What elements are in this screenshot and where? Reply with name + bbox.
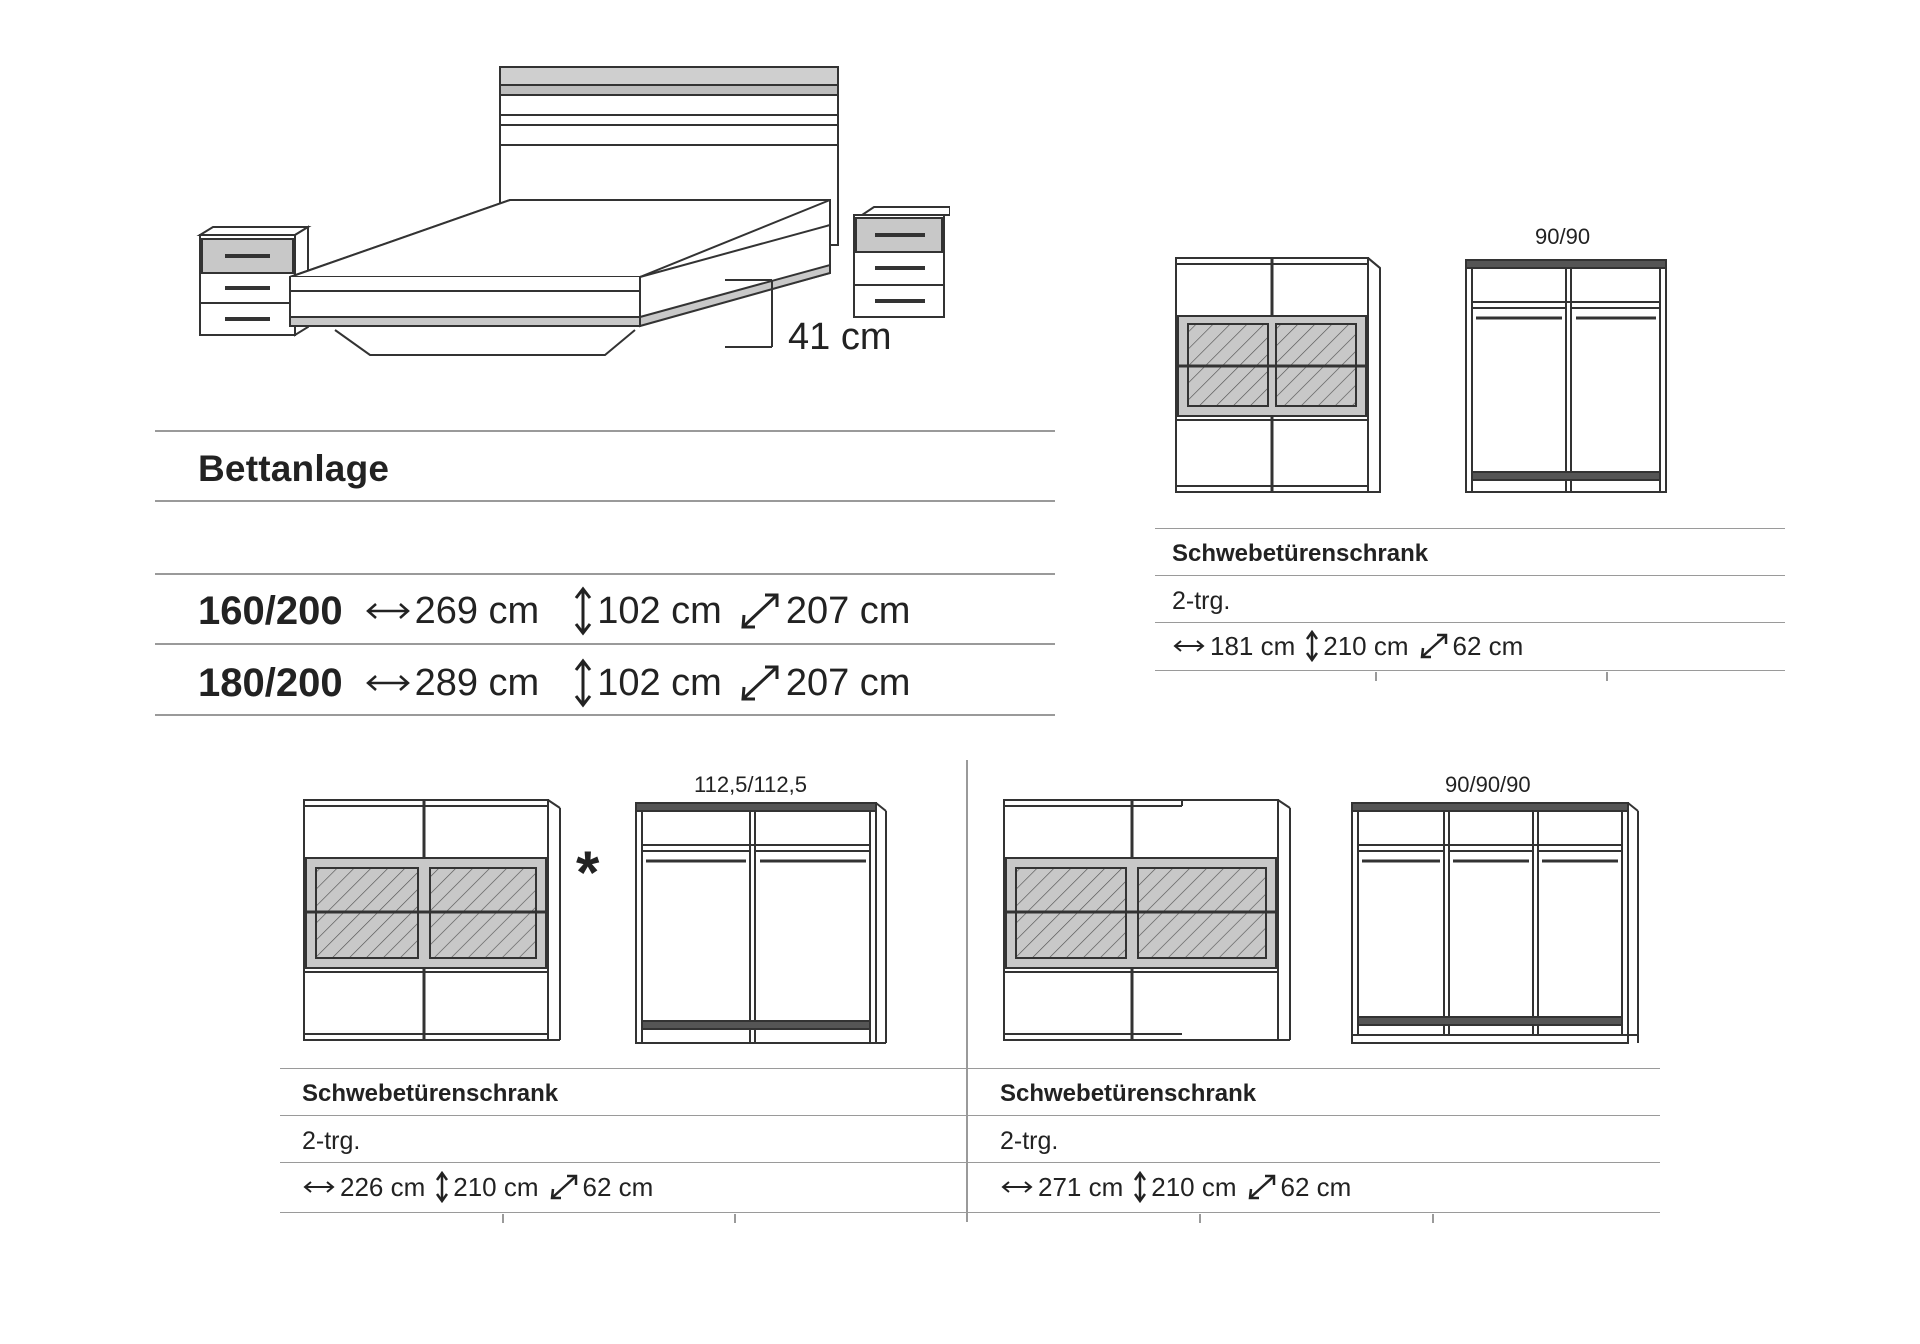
divider: [1155, 575, 1785, 576]
tick: [1606, 672, 1608, 681]
height-arrow-icon: [436, 1171, 449, 1203]
height-arrow-icon: [1306, 630, 1319, 662]
wardrobe-interior-drawing: [1346, 795, 1646, 1050]
height-arrow-icon: [575, 658, 592, 708]
divider: [155, 714, 1055, 716]
wardrobe-doors: 2-trg.: [1172, 587, 1231, 615]
wardrobe-depth: 62 cm: [1280, 1171, 1352, 1202]
depth-arrow-icon: [1420, 633, 1447, 659]
bed-frame: [289, 199, 831, 356]
wardrobe-front-drawing: [1168, 250, 1388, 500]
tick: [502, 1214, 504, 1223]
bed-height: 102 cm: [597, 661, 722, 704]
wardrobe-interior-drawing: [630, 795, 890, 1050]
wardrobe-front-drawing: [296, 790, 566, 1050]
wardrobe-title: Schwebetürenschrank: [302, 1080, 559, 1107]
divider: [280, 1068, 1660, 1069]
divider: [1155, 528, 1785, 529]
wardrobe-doors: 2-trg.: [1000, 1127, 1059, 1155]
depth-arrow-icon: [1248, 1174, 1275, 1200]
wardrobe-doors: 2-trg.: [302, 1127, 361, 1155]
height-arrow-icon: [575, 586, 592, 636]
wardrobe-title: Schwebetürenschrank: [1000, 1080, 1257, 1107]
divider: [155, 430, 1055, 432]
wardrobe-depth: 62 cm: [1452, 630, 1524, 661]
asterisk-marker: *: [576, 839, 600, 906]
width-arrow-icon: [303, 1181, 335, 1193]
tick: [734, 1214, 736, 1223]
tick: [1375, 672, 1377, 681]
nightstand-left: [196, 225, 312, 337]
wardrobe-dimensions: 226 cm 210 cm 62 cm: [302, 1171, 663, 1203]
bed-size: 180/200: [198, 660, 343, 705]
bed-depth: 207 cm: [785, 589, 911, 632]
wardrobe-front-drawing: [996, 790, 1296, 1050]
wardrobe-dimensions: 181 cm 210 cm 62 cm: [1172, 630, 1533, 662]
bed-variant-row: 180/200 289 cm 102 cm 207 cm: [198, 658, 920, 708]
bed-depth: 207 cm: [785, 661, 911, 704]
wardrobe-height: 210 cm: [1323, 630, 1409, 661]
width-arrow-icon: [1173, 640, 1205, 652]
tick: [1432, 1214, 1434, 1223]
bed-height: 102 cm: [597, 589, 722, 632]
wardrobe-interior-drawing: [1458, 250, 1678, 500]
wardrobe-dimensions: 271 cm 210 cm 62 cm: [1000, 1171, 1361, 1203]
width-arrow-icon: [1001, 1181, 1033, 1193]
section-divider: [966, 760, 968, 1222]
nightstand-right: [853, 206, 950, 318]
interior-label: 90/90/90: [1445, 772, 1531, 797]
bed-width: 289 cm: [414, 661, 540, 704]
bed-title: Bettanlage: [198, 448, 390, 489]
depth-arrow-icon: [741, 593, 779, 629]
wardrobe-width: 271 cm: [1038, 1171, 1124, 1202]
interior-label: 90/90: [1535, 224, 1591, 249]
wardrobe-title: Schwebetürenschrank: [1172, 540, 1429, 567]
bed-drawing: [190, 55, 950, 395]
divider: [155, 500, 1055, 502]
tick: [1199, 1214, 1201, 1223]
wardrobe-height: 210 cm: [453, 1171, 539, 1202]
width-arrow-icon: [365, 675, 410, 691]
wardrobe-depth: 62 cm: [582, 1171, 654, 1202]
depth-arrow-icon: [741, 665, 779, 701]
height-arrow-icon: [1134, 1171, 1147, 1203]
wardrobe-height: 210 cm: [1151, 1171, 1237, 1202]
divider: [1155, 670, 1785, 671]
bed-width: 269 cm: [414, 589, 540, 632]
width-arrow-icon: [365, 603, 410, 619]
bed-height-note: 41 cm: [788, 316, 892, 358]
divider: [155, 573, 1055, 575]
divider: [280, 1212, 1660, 1213]
divider: [280, 1115, 1660, 1116]
wardrobe-width: 226 cm: [340, 1171, 426, 1202]
height-bracket: [725, 279, 773, 348]
bed-variant-row: 160/200 269 cm 102 cm 207 cm: [198, 586, 920, 636]
divider: [155, 643, 1055, 645]
divider: [1155, 622, 1785, 623]
bed-size: 160/200: [198, 588, 343, 633]
interior-label: 112,5/112,5: [694, 772, 807, 797]
divider: [280, 1162, 1660, 1163]
depth-arrow-icon: [550, 1174, 577, 1200]
wardrobe-width: 181 cm: [1210, 630, 1296, 661]
